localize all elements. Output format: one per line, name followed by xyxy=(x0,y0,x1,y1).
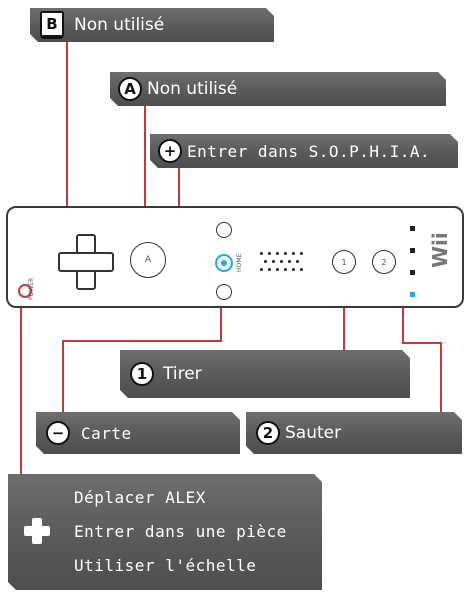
label-minus-text: Carte xyxy=(81,423,132,443)
connector-minus-v1 xyxy=(220,298,222,342)
connector-plus-v1 xyxy=(178,168,180,232)
two-button-icon: 2 xyxy=(256,421,280,445)
speaker-grille xyxy=(260,252,308,276)
b-button-icon: B xyxy=(40,11,64,39)
power-label: POWER xyxy=(28,277,35,300)
label-plus-text: Entrer dans S.O.P.H.I.A. xyxy=(187,141,431,161)
minus-button-icon: − xyxy=(46,421,70,445)
label-dpad: Déplacer ALEX Entrer dans une pièce Util… xyxy=(8,474,322,590)
connector-one-v xyxy=(343,262,345,354)
dpad-action-3: Utiliser l'échelle xyxy=(74,555,257,575)
dpad-actions: Déplacer ALEX Entrer dans une pièce Util… xyxy=(74,482,287,580)
label-a-button: A Non utilisé xyxy=(110,72,446,106)
label-two-button: 2 Sauter xyxy=(246,412,462,454)
connector-two-v2 xyxy=(440,342,442,414)
connector-b xyxy=(66,40,68,208)
dpad-action-1: Déplacer ALEX xyxy=(74,487,206,507)
home-label: HOME xyxy=(236,253,243,272)
home-button xyxy=(215,254,233,272)
label-b-button: B Non utilisé xyxy=(30,8,274,42)
two-button: 2 xyxy=(372,250,396,274)
label-b-text: Non utilisé xyxy=(74,15,165,35)
one-button-icon: 1 xyxy=(130,362,154,386)
dpad-icon xyxy=(24,518,50,544)
dpad xyxy=(58,234,114,290)
label-plus-button: + Entrer dans S.O.P.H.I.A. xyxy=(150,134,458,168)
a-button-icon: A xyxy=(118,77,142,101)
connector-minus-h xyxy=(62,340,222,342)
label-one-button: 1 Tirer xyxy=(120,350,410,398)
connector-dpad xyxy=(20,260,22,476)
minus-button xyxy=(216,284,232,300)
a-button: A xyxy=(130,242,166,278)
power-icon xyxy=(18,284,32,298)
plus-button-icon: + xyxy=(158,139,182,163)
connector-minus-v2 xyxy=(62,340,64,414)
connector-a-v xyxy=(144,100,146,242)
wii-remote: POWER A HOME 1 2 Wii xyxy=(6,206,464,308)
label-a-text: Non utilisé xyxy=(147,79,238,99)
one-button: 1 xyxy=(332,250,356,274)
label-two-text: Sauter xyxy=(285,423,342,443)
plus-button xyxy=(216,222,232,238)
dpad-action-2: Entrer dans une pièce xyxy=(74,521,287,541)
label-one-text: Tirer xyxy=(163,364,202,384)
label-minus-button: − Carte xyxy=(36,412,240,454)
wii-logo: Wii xyxy=(428,232,452,268)
player-leds xyxy=(410,226,418,298)
connector-two-h xyxy=(402,342,442,344)
